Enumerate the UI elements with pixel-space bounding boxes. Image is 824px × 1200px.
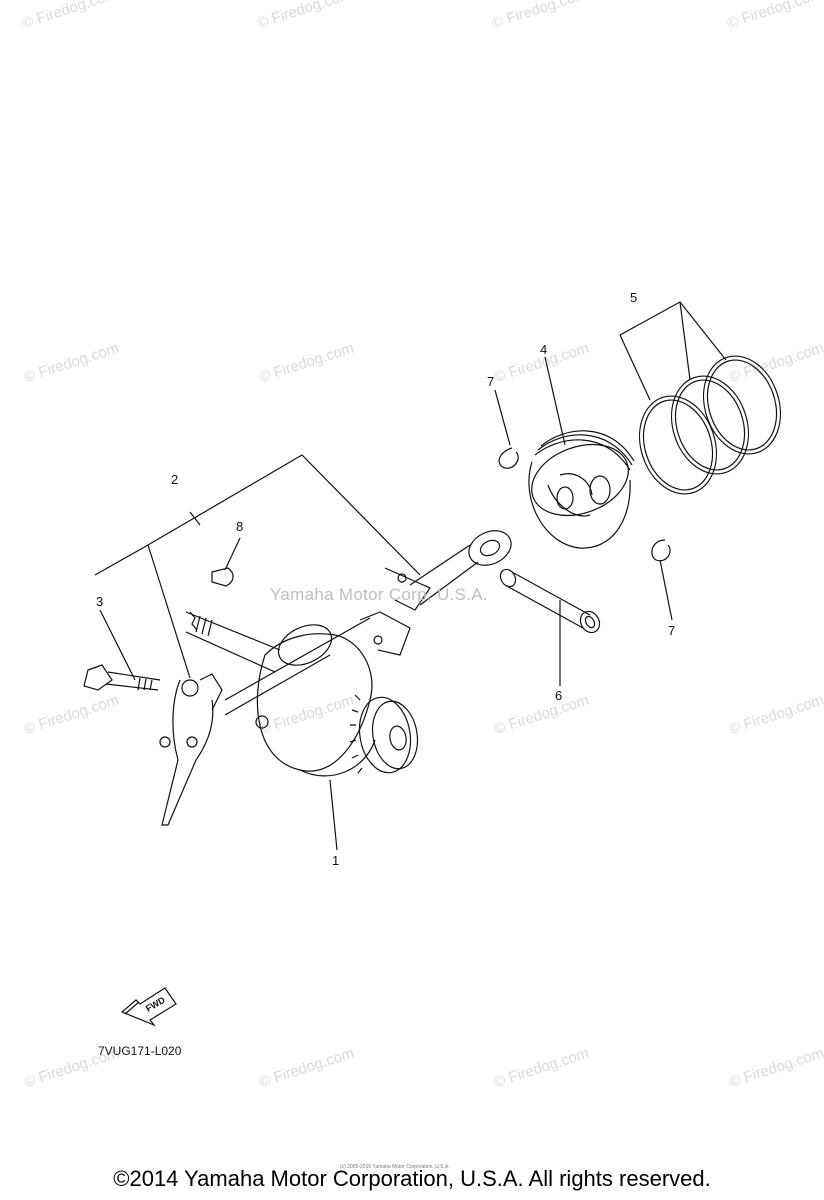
- callout-4: 4: [540, 342, 548, 357]
- connecting-rod: [359, 530, 512, 656]
- bolt: [83, 664, 161, 691]
- callout-7-upper: 7: [487, 374, 495, 389]
- watermark-center: Yamaha Motor Corp, U.S.A.: [270, 585, 488, 604]
- circlips: [498, 447, 671, 562]
- callout-3: 3: [96, 594, 104, 609]
- fwd-arrow: [120, 987, 177, 1027]
- callout-2: 2: [171, 472, 179, 487]
- piston: [528, 430, 635, 549]
- balancer-arm: [159, 673, 223, 826]
- callout-7-lower: 7: [668, 623, 676, 638]
- footer-copyright: ©2014 Yamaha Motor Corporation, U.S.A. A…: [113, 1166, 711, 1191]
- diagram-code: 7VUG171-L020: [98, 1044, 182, 1058]
- callout-6: 6: [555, 688, 563, 703]
- callout-5: 5: [630, 290, 638, 305]
- crankshaft: [185, 611, 419, 777]
- tiny-copyright: (c) 2005-2016 Yamaha Motor Corporation, …: [340, 1164, 450, 1170]
- piston-rings: [638, 355, 782, 495]
- callout-1: 1: [332, 853, 340, 868]
- piston-pin: [499, 568, 601, 634]
- woodruff-key: [211, 567, 234, 587]
- leader-lines: [94, 301, 727, 851]
- callout-8: 8: [236, 519, 244, 534]
